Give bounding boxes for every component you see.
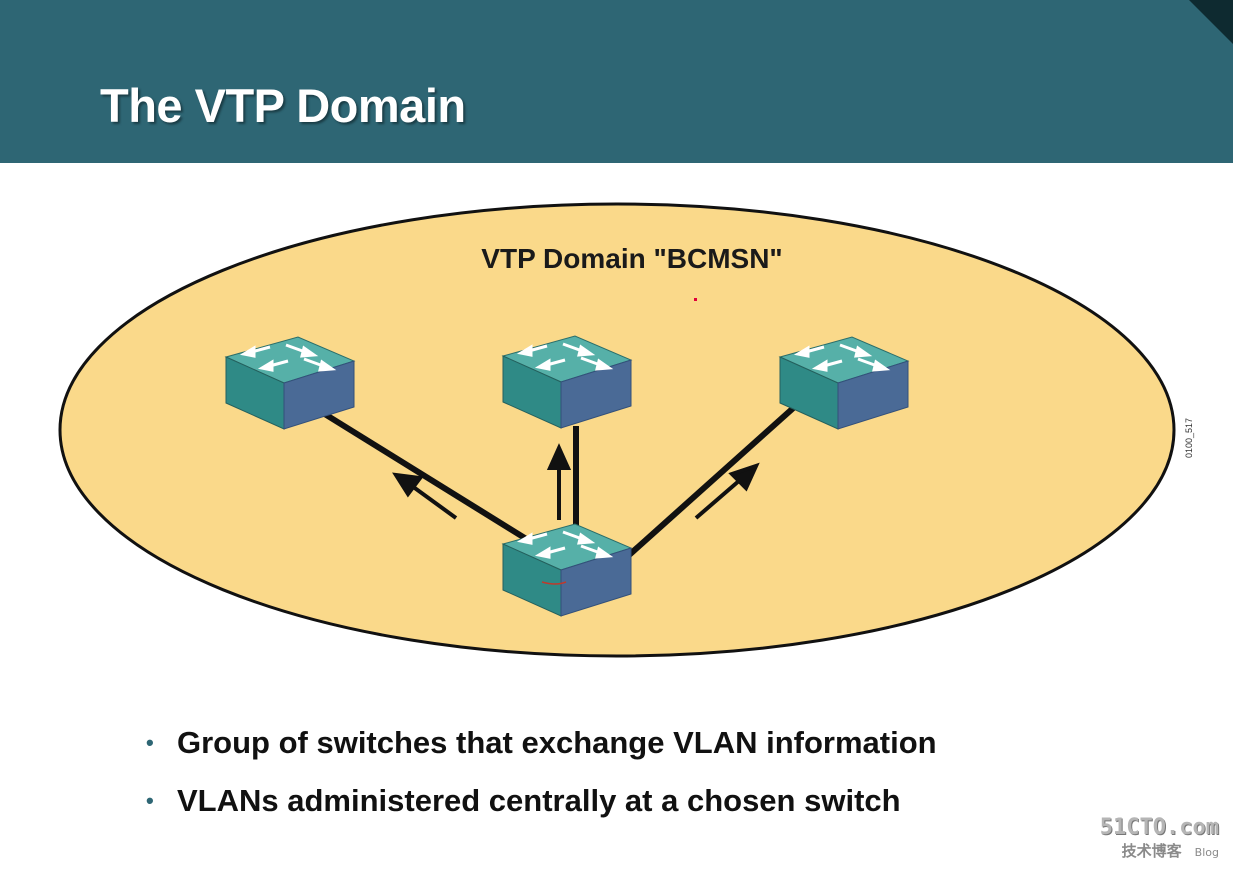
bullet-text: Group of switches that exchange VLAN inf… xyxy=(177,725,937,760)
bullet-item: • VLANs administered centrally at a chos… xyxy=(146,780,937,838)
propagation-arrow-center xyxy=(546,443,572,520)
propagation-arrow-right xyxy=(694,462,760,520)
vtp-domain-diagram: VTP Domain "BCMSN" 0100_517 xyxy=(58,202,1194,658)
propagation-arrow-left xyxy=(392,472,458,520)
figure-id-label: 0100_517 xyxy=(1184,418,1194,458)
slide-header: The VTP Domain xyxy=(0,0,1233,163)
bullet-icon: • xyxy=(146,788,154,813)
bullet-icon: • xyxy=(146,730,154,755)
bullet-item: • Group of switches that exchange VLAN i… xyxy=(146,722,937,780)
watermark-sub: 技术博客 xyxy=(1121,842,1182,860)
link-bottom-to-left xyxy=(313,405,530,543)
header-corner-accent xyxy=(1189,0,1233,44)
red-dot-mark xyxy=(694,298,697,301)
site-watermark: 51CTO.com 技术博客 Blog xyxy=(1100,815,1219,861)
bullet-text: VLANs administered centrally at a chosen… xyxy=(177,783,901,818)
watermark-main: 51CTO.com xyxy=(1099,815,1219,840)
link-bottom-to-right xyxy=(625,399,803,559)
slide-title: The VTP Domain xyxy=(100,79,466,132)
bullet-list: • Group of switches that exchange VLAN i… xyxy=(146,722,937,838)
red-scribble-mark xyxy=(541,581,567,585)
watermark-blog: Blog xyxy=(1194,846,1219,859)
vtp-domain-ellipse xyxy=(58,202,1176,658)
vtp-domain-label: VTP Domain "BCMSN" xyxy=(481,243,782,274)
